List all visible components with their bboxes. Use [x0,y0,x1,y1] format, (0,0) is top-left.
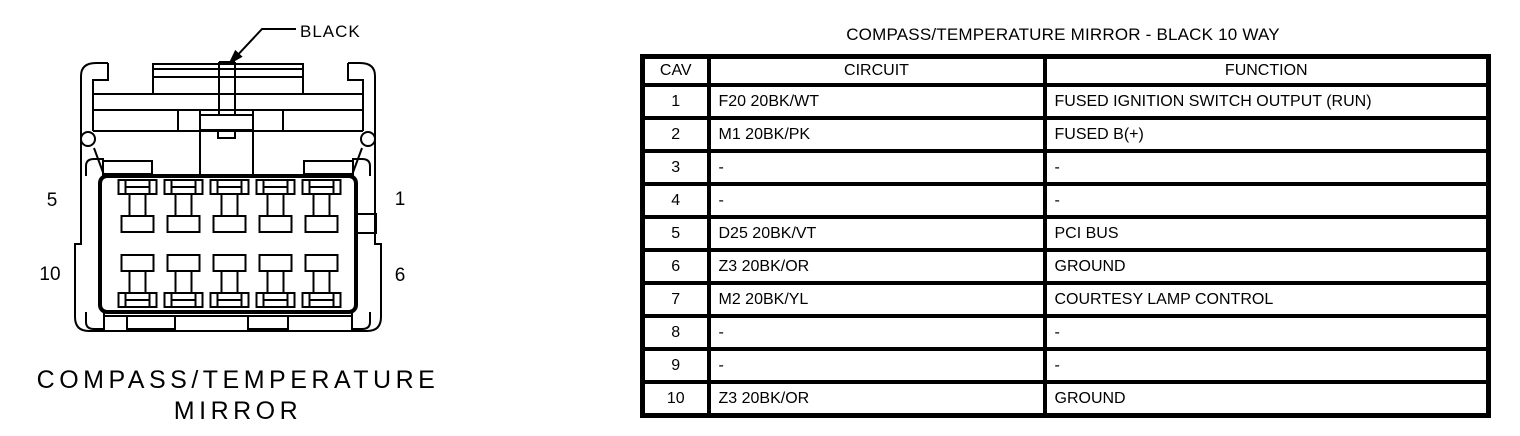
terminal-row-bottom [117,254,342,308]
connector-hook-mid-left [85,158,104,176]
connector-top-cover [152,63,304,95]
terminal [163,254,204,308]
connector-cavity [98,174,358,314]
cell-circuit: Z3 20BK/OR [706,248,1047,285]
cell-cav: 2 [640,116,711,153]
cell-function: - [1042,314,1491,351]
pinout-panel: COMPASS/TEMPERATURE MIRROR - BLACK 10 WA… [640,24,1491,418]
connector-ledge-right [303,160,354,175]
cell-function: - [1042,347,1491,384]
cell-function: GROUND [1042,380,1491,418]
cell-cav: 10 [640,380,711,418]
connector-caption-line1: COMPASS/TEMPERATURE [37,366,440,394]
cell-function: COURTESY LAMP CONTROL [1042,281,1491,318]
col-header-function: FUNCTION [1042,54,1491,87]
pinout-table: CAV CIRCUIT FUNCTION 1 F20 20BK/WT FUSED… [640,54,1491,418]
cell-circuit: D25 20BK/VT [706,215,1047,252]
cell-circuit: - [706,314,1047,351]
connector-hook-mid-right [352,158,371,176]
table-row: 10 Z3 20BK/OR GROUND [640,380,1491,418]
connector-latch-crossbar [199,114,254,131]
col-header-circuit: CIRCUIT [706,54,1047,87]
terminal [209,179,250,233]
connector-bottom-tab-right [247,315,289,330]
connector-outline [74,62,382,332]
connector-caption-line2: MIRROR [174,397,302,425]
cell-function: FUSED IGNITION SWITCH OUTPUT (RUN) [1042,83,1491,120]
cell-cav: 3 [640,149,711,186]
cell-cav: 7 [640,281,711,318]
terminal [163,179,204,233]
table-row: 4 - - [640,182,1491,219]
connector-hook-bottom-right [351,312,371,330]
terminal [117,254,158,308]
connector-hook-bottom-left [85,312,105,330]
cell-circuit: F20 20BK/WT [706,83,1047,120]
table-row: 9 - - [640,347,1491,384]
table-row: 6 Z3 20BK/OR GROUND [640,248,1491,285]
connector-ear-left [92,63,109,131]
connector-bottom-tab-left [126,315,176,330]
black-leader-arrowhead [228,49,243,65]
connector-pivot-left [80,131,96,147]
pin-label-5: 5 [47,190,58,211]
col-header-cav: CAV [640,54,711,87]
connector-ear-right [347,63,364,131]
pin-label-10: 10 [39,264,60,285]
table-row: 7 M2 20BK/YL COURTESY LAMP CONTROL [640,281,1491,318]
terminal [301,179,342,233]
connector-latch-frame [177,110,284,131]
pin-label-1: 1 [395,189,406,210]
cell-cav: 5 [640,215,711,252]
cell-function: PCI BUS [1042,215,1491,252]
cell-cav: 6 [640,248,711,285]
cell-circuit: Z3 20BK/OR [706,380,1047,418]
black-label: BLACK [300,22,361,41]
cell-cav: 8 [640,314,711,351]
table-row: 5 D25 20BK/VT PCI BUS [640,215,1491,252]
cell-function: FUSED B(+) [1042,116,1491,153]
cell-cav: 1 [640,83,711,120]
connector-center-notch [217,130,236,139]
connector-top-cover-lines [153,68,303,78]
table-header-row: CAV CIRCUIT FUNCTION [640,54,1491,87]
table-row: 2 M1 20BK/PK FUSED B(+) [640,116,1491,153]
cell-function: - [1042,149,1491,186]
connector-side-notch [355,213,377,234]
table-row: 1 F20 20BK/WT FUSED IGNITION SWITCH OUTP… [640,83,1491,120]
connector-ledge-left [102,160,153,175]
terminal-row-top [117,179,342,233]
black-leader-line [232,28,296,61]
table-title: COMPASS/TEMPERATURE MIRROR - BLACK 10 WA… [846,25,1280,44]
pin-label-6: 6 [395,265,406,286]
cell-cav: 4 [640,182,711,219]
terminal [209,254,250,308]
cell-function: - [1042,182,1491,219]
cell-circuit: - [706,182,1047,219]
table-row: 3 - - [640,149,1491,186]
cell-circuit: M2 20BK/YL [706,281,1047,318]
cell-circuit: - [706,347,1047,384]
cell-cav: 9 [640,347,711,384]
cell-circuit: - [706,149,1047,186]
terminal [255,254,296,308]
terminal [301,254,342,308]
table-row: 8 - - [640,314,1491,351]
terminal [255,179,296,233]
terminal [117,179,158,233]
connector-pivot-right [360,131,376,147]
cell-function: GROUND [1042,248,1491,285]
cell-circuit: M1 20BK/PK [706,116,1047,153]
connector-diagram: BLACK 5 1 10 6 COMPASS/TEMPERATURE MIRRO… [37,22,440,425]
connector-shoulder-lines [93,93,363,132]
